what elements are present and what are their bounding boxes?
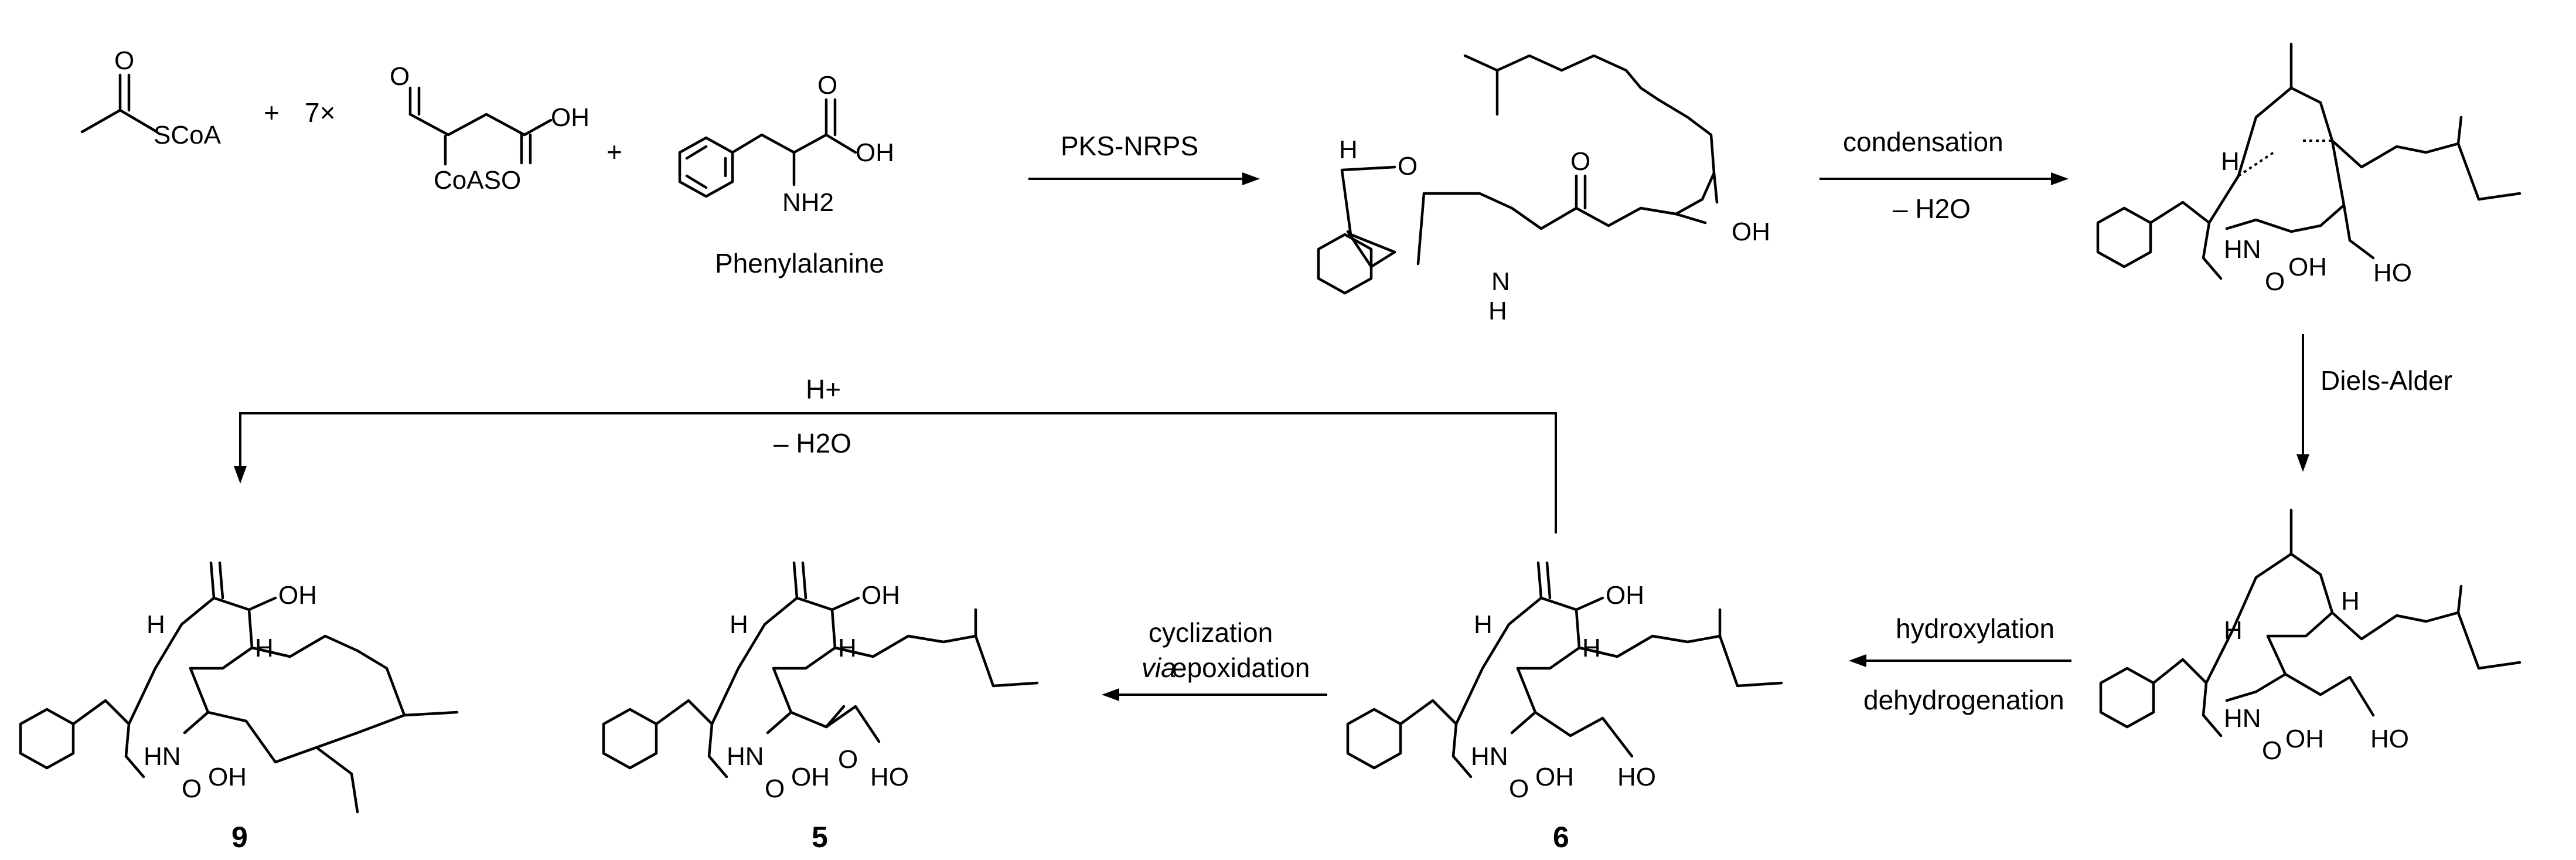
cyclization-via: via: [1142, 652, 1176, 683]
c9-oh: OH: [208, 763, 247, 791]
da-h2: H: [2341, 587, 2360, 616]
multiplier-7x: 7×: [305, 97, 335, 128]
pyr-hn: HN: [2224, 235, 2261, 264]
c5-h2: H: [838, 634, 857, 662]
cyclization-arrow: cyclization via epoxidation: [1102, 617, 1327, 701]
phe-nh2: NH2: [782, 188, 834, 217]
linear-ketone-o: O: [1570, 147, 1590, 176]
phenylalanine-structure: O OH NH2 Phenylalanine: [678, 71, 894, 278]
cyclization-epoxidation: epoxidation: [1172, 652, 1310, 683]
acetyl-scoa-label: SCoA: [154, 121, 222, 149]
hydroxylation-arrow: hydroxylation dehydrogenation: [1849, 613, 2071, 715]
c6-h1: H: [1474, 610, 1493, 639]
c9-hn: HN: [144, 742, 181, 771]
malonyl-ketone-o: O: [390, 62, 410, 91]
pyrrolinone-intermediate-structure: H HN O OH HO: [2096, 42, 2522, 296]
c9-o: O: [182, 774, 202, 803]
acetyl-carbonyl-o: O: [114, 46, 134, 75]
plus-sign-2: +: [606, 137, 622, 167]
phe-oh: OH: [856, 138, 894, 167]
pyr-o: O: [2265, 267, 2285, 296]
acetyl-scoa-structure: O SCoA: [80, 46, 222, 149]
c5-oh-top: OH: [861, 581, 900, 610]
compound-6-structure: OH H H HN O OH HO 6: [1346, 561, 1783, 854]
pks-nrps-label: PKS-NRPS: [1061, 131, 1198, 161]
compound-5-label: 5: [812, 821, 828, 854]
c5-o: O: [765, 774, 785, 803]
c6-oh: OH: [1535, 763, 1574, 791]
malonyl-scoa-structure: O OH CoASO: [390, 62, 590, 195]
malonyl-oh: OH: [551, 103, 590, 132]
c6-oh-top: OH: [1606, 581, 1644, 610]
diels-alder-adduct-structure: H H HN O OH HO: [2099, 508, 2522, 765]
diels-alder-label: Diels-Alder: [2321, 365, 2452, 396]
c9-oh-top: OH: [278, 581, 317, 610]
pyr-h: H: [2221, 147, 2240, 176]
diels-alder-arrow: Diels-Alder: [2296, 334, 2452, 472]
c5-epoxide-o: O: [838, 745, 858, 774]
pks-nrps-arrow: PKS-NRPS: [1028, 131, 1260, 185]
linear-n: N: [1491, 267, 1510, 296]
cyclization-label: cyclization: [1149, 617, 1273, 648]
c5-h1: H: [730, 610, 748, 639]
c5-ho: HO: [870, 763, 909, 791]
hydroxylation-label: hydroxylation: [1896, 613, 2054, 644]
condensation-water: – H2O: [1893, 193, 1971, 224]
compound-6-label: 6: [1553, 821, 1569, 854]
c5-oh: OH: [791, 763, 830, 791]
da-h1: H: [2224, 616, 2243, 645]
phenylalanine-name: Phenylalanine: [715, 248, 884, 278]
plus-sign-1: +: [264, 97, 280, 128]
linear-aldehyde-h: H: [1339, 135, 1358, 164]
pyr-oh: OH: [2288, 253, 2327, 281]
linear-n-h: H: [1488, 297, 1507, 325]
condensation-label: condensation: [1843, 127, 2003, 157]
linear-intermediate-structure: H O O OH N H: [1317, 54, 1770, 325]
da-hn: HN: [2224, 704, 2261, 733]
acid-water: – H2O: [774, 428, 851, 458]
acid-cyclization-arrow: H+ – H2O: [234, 374, 1557, 533]
acid-label: H+: [806, 374, 841, 404]
c6-o: O: [1509, 774, 1529, 803]
compound-5-structure: OH H H HN O OH O HO 5: [602, 561, 1039, 854]
c6-ho: HO: [1617, 763, 1656, 791]
c6-h2: H: [1582, 634, 1601, 662]
phe-carbonyl-o: O: [817, 71, 837, 100]
linear-aldehyde-o: O: [1398, 152, 1418, 181]
compound-9-structure: OH H H HN O OH 9: [19, 561, 459, 854]
da-oh: OH: [2285, 725, 2324, 753]
pyr-ho: HO: [2373, 259, 2412, 287]
dehydrogenation-label: dehydrogenation: [1863, 685, 2064, 715]
da-o: O: [2262, 736, 2282, 765]
compound-9-label: 9: [231, 821, 248, 854]
condensation-arrow: condensation – H2O: [1819, 127, 2069, 224]
c6-hn: HN: [1471, 742, 1508, 771]
da-ho: HO: [2370, 725, 2409, 753]
linear-oh: OH: [1732, 217, 1770, 246]
malonyl-coaso: CoASO: [434, 166, 521, 195]
c5-hn: HN: [727, 742, 764, 771]
c9-h2: H: [255, 634, 274, 662]
c9-h1: H: [146, 610, 165, 639]
